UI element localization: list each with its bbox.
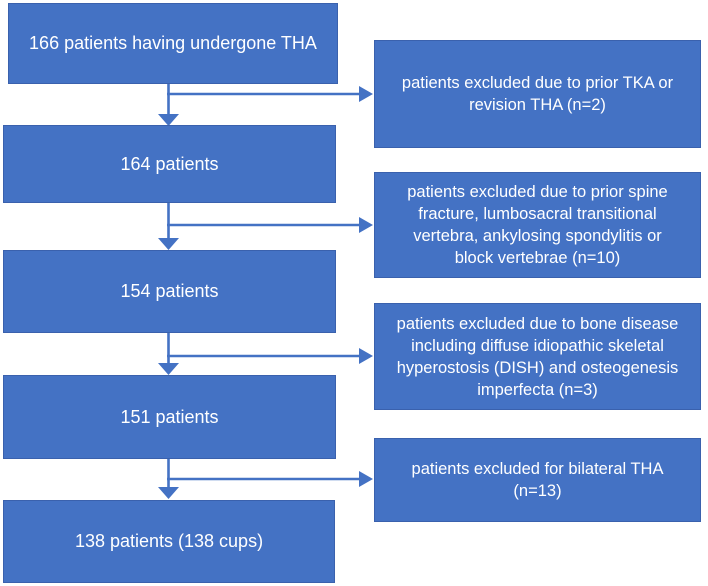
- main-box-154-patients: 154 patients: [3, 250, 336, 333]
- main-box-164-patients: 164 patients: [3, 125, 336, 203]
- arrowhead-right-1: [359, 86, 373, 102]
- exclusion-box-spine-conditions: patients excluded due to prior spine fra…: [374, 172, 701, 278]
- arrowhead-down-2: [158, 238, 179, 250]
- arrowhead-down-4: [158, 487, 179, 499]
- arrowhead-right-2: [359, 217, 373, 233]
- arrowhead-down-3: [158, 363, 179, 375]
- exclusion-box-bone-disease: patients excluded due to bone disease in…: [374, 303, 701, 410]
- arrowhead-right-3: [359, 348, 373, 364]
- main-box-166-patients: 166 patients having undergone THA: [8, 3, 338, 84]
- exclusion-box-bilateral-tha: patients excluded for bilateral THA (n=1…: [374, 438, 701, 522]
- exclusion-box-prior-tka: patients excluded due to prior TKA or re…: [374, 40, 701, 148]
- arrowhead-right-4: [359, 471, 373, 487]
- main-box-151-patients: 151 patients: [3, 375, 336, 459]
- main-box-138-patients: 138 patients (138 cups): [3, 500, 335, 583]
